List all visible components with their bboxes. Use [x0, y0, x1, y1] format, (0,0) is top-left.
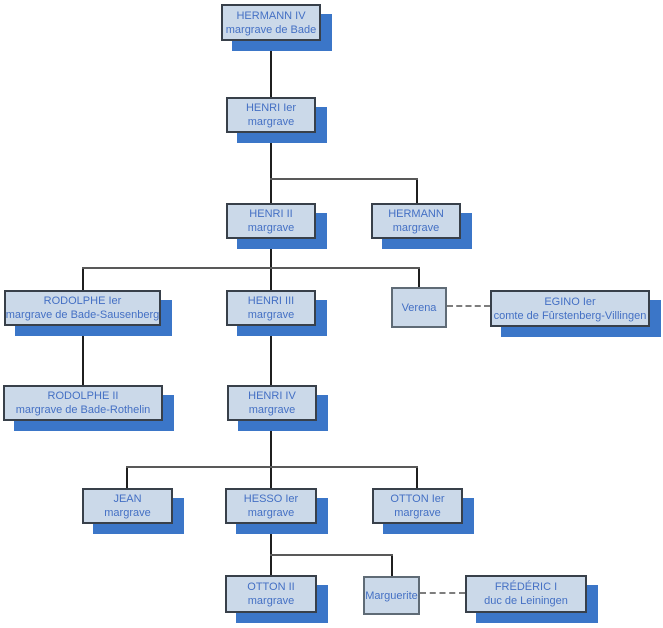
tree-node-henri-ier[interactable]: HENRI Ier margrave: [226, 97, 316, 133]
tree-node-rodolphe-ii[interactable]: RODOLPHE II margrave de Bade-Rothelin: [3, 385, 163, 421]
person-title: margrave: [247, 309, 295, 321]
person-name: Marguerite: [365, 589, 418, 602]
connector-line: [82, 326, 84, 385]
tree-node-egino-ier[interactable]: EGINO Ier comte de Fûrstenberg-Villingen: [490, 290, 650, 327]
person-name: RODOLPHE Ier: [43, 295, 122, 307]
person-title: margrave: [247, 507, 295, 519]
connector-line: [270, 239, 272, 290]
person-name: HESSO Ier: [243, 493, 299, 505]
connector-line: [126, 466, 418, 468]
tree-node-hermann[interactable]: HERMANN margrave: [371, 203, 461, 239]
connector-line: [270, 554, 393, 556]
tree-node-henri-iv[interactable]: HENRI IV margrave: [227, 385, 317, 421]
person-name: HENRI II: [249, 208, 293, 220]
person-name: HENRI IV: [248, 390, 296, 402]
connector-line: [270, 41, 272, 97]
person-title: margrave: [392, 222, 440, 234]
tree-node-otton-ii[interactable]: OTTON II margrave: [225, 575, 317, 613]
connector-line: [82, 267, 420, 269]
person-title: margrave: [104, 507, 151, 519]
tree-node-hesso-ier[interactable]: HESSO Ier margrave: [225, 488, 317, 524]
tree-node-frederic-i[interactable]: FRÉDÉRIC I duc de Leiningen: [465, 575, 587, 613]
tree-node-hermann-iv[interactable]: HERMANN IV margrave de Bade: [221, 4, 321, 41]
tree-node-marguerite[interactable]: Marguerite: [363, 576, 420, 615]
person-title: margrave: [247, 595, 295, 607]
person-title: margrave de Bade-Rothelin: [15, 404, 151, 416]
person-title: margrave de Bade-Sausenberg: [5, 309, 160, 321]
person-title: margrave: [394, 507, 441, 519]
person-name: EGINO Ier: [544, 295, 596, 308]
person-title: duc de Leiningen: [484, 595, 568, 607]
person-name: FRÉDÉRIC I: [494, 581, 558, 593]
connector-line: [270, 326, 272, 385]
person-name: HENRI III: [247, 295, 295, 307]
marriage-dashed-line: [420, 592, 465, 594]
person-name: RODOLPHE II: [47, 390, 119, 402]
tree-node-jean[interactable]: JEAN margrave: [82, 488, 173, 524]
person-name: HERMANN: [388, 208, 444, 220]
person-name: JEAN: [113, 493, 142, 505]
connector-line: [418, 269, 420, 287]
connector-line: [270, 178, 418, 180]
connector-line: [391, 556, 393, 576]
connector-line: [416, 180, 418, 203]
connector-line: [270, 524, 272, 575]
person-title: comte de Fûrstenberg-Villingen: [493, 309, 647, 322]
person-name: OTTON II: [247, 581, 295, 593]
connector-line: [126, 468, 128, 488]
person-name: HENRI Ier: [245, 102, 297, 114]
connector-line: [82, 269, 84, 290]
tree-node-verena[interactable]: Verena: [391, 287, 447, 328]
person-name: HERMANN IV: [236, 9, 306, 22]
person-title: margrave: [248, 404, 296, 416]
connector-line: [270, 133, 272, 203]
tree-node-henri-iii[interactable]: HENRI III margrave: [226, 290, 316, 326]
person-name: OTTON Ier: [390, 493, 445, 505]
person-title: margrave: [247, 116, 295, 128]
tree-node-henri-ii[interactable]: HENRI II margrave: [226, 203, 316, 239]
person-title: margrave: [247, 222, 295, 234]
person-title: margrave de Bade: [225, 23, 317, 36]
tree-node-otton-ier[interactable]: OTTON Ier margrave: [372, 488, 463, 524]
marriage-dashed-line: [447, 305, 490, 307]
connector-line: [416, 468, 418, 488]
person-name: Verena: [401, 301, 437, 314]
tree-node-rodolphe-ier[interactable]: RODOLPHE Ier margrave de Bade-Sausenberg: [4, 290, 161, 326]
connector-line: [270, 421, 272, 488]
